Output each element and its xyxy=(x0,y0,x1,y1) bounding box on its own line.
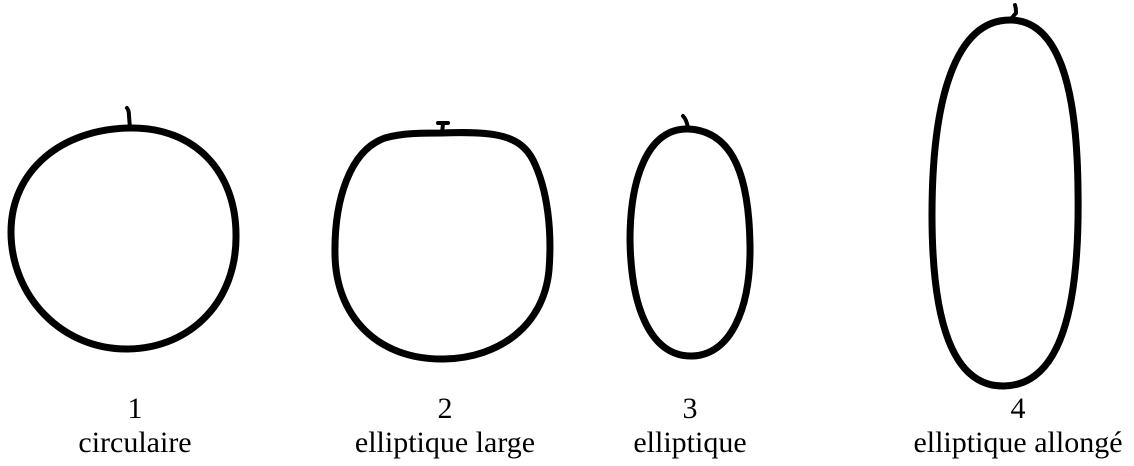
shape-label: elliptique xyxy=(633,426,747,459)
shape-elliptique xyxy=(626,114,754,360)
shape-elliptique-large xyxy=(331,121,554,363)
outline-elliptique-allonge xyxy=(928,16,1082,390)
caption-circulaire: 1 circulaire xyxy=(5,392,265,460)
caption-elliptique-large: 2 elliptique large xyxy=(315,392,575,460)
caption-elliptique-allonge: 4 elliptique allongé xyxy=(888,392,1134,460)
shape-label: circulaire xyxy=(78,426,192,459)
stem-elliptique-allonge xyxy=(1008,3,1019,22)
shape-label: elliptique allongé xyxy=(913,426,1123,459)
shape-number: 2 xyxy=(437,392,453,425)
shape-label: elliptique large xyxy=(354,426,536,459)
stem-elliptique-large xyxy=(436,121,450,135)
shape-circulaire xyxy=(7,106,240,353)
shape-number: 1 xyxy=(127,392,143,425)
stem-elliptique xyxy=(681,114,690,131)
outline-elliptique-large xyxy=(331,129,554,363)
outline-elliptique xyxy=(626,125,754,360)
shape-number: 4 xyxy=(1010,392,1026,425)
shape-elliptique-allonge xyxy=(928,3,1082,390)
caption-elliptique: 3 elliptique xyxy=(560,392,820,460)
shape-number: 3 xyxy=(682,392,698,425)
stem-circulaire xyxy=(125,106,132,130)
outline-circulaire xyxy=(7,124,240,353)
